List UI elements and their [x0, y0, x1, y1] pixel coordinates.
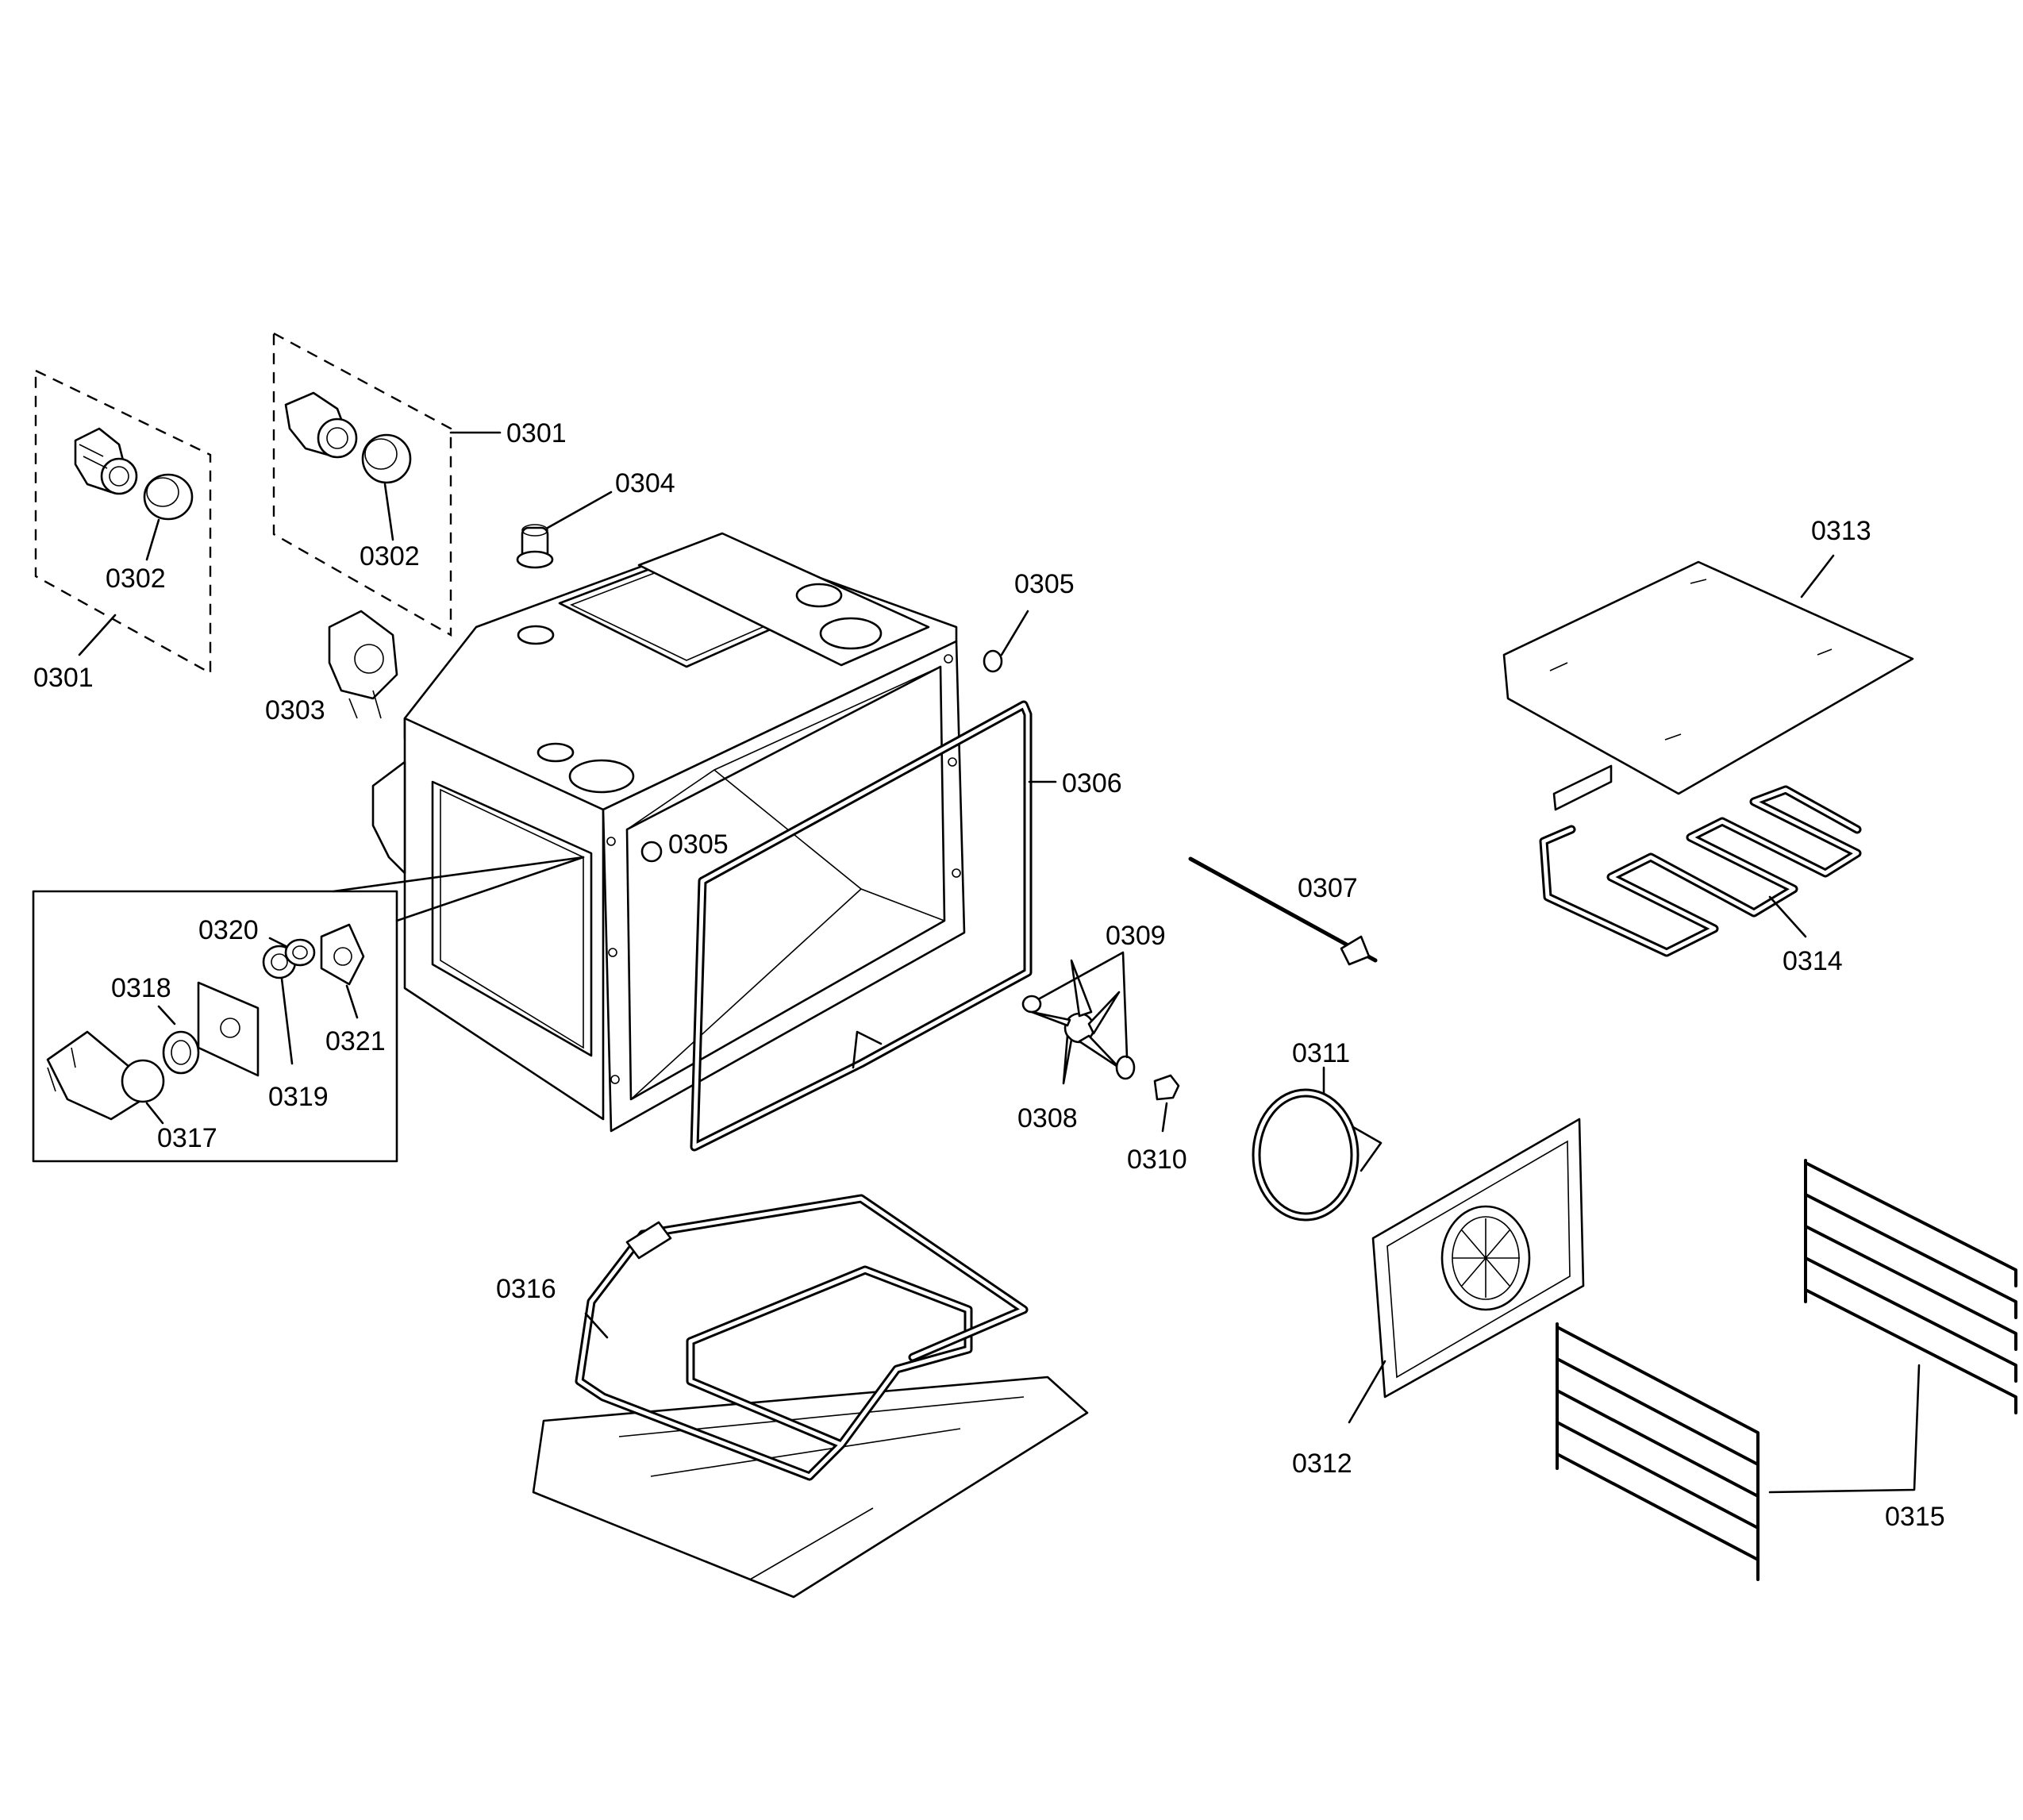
inset-temperature-probe-box[interactable]: 0317 0318 0319 0320 0321	[32, 856, 585, 1163]
label-0315: 0315	[1885, 1502, 1945, 1532]
label-0321: 0321	[325, 1026, 386, 1056]
lamp-socket-top	[284, 391, 358, 459]
lamp-assembly-left[interactable]: 0302 0301	[33, 369, 212, 693]
label-0305-left: 0305	[668, 829, 729, 860]
label-0301-top: 0301	[506, 418, 567, 448]
rack-support-right	[1804, 1159, 2017, 1414]
lamp-cover-left	[143, 473, 194, 521]
part-0313-heat-shield[interactable]: 0313	[1502, 516, 1914, 795]
part-0307-rod[interactable]: 0307	[1188, 856, 1378, 966]
part-0312-fan-cover[interactable]: 0312	[1292, 1118, 1585, 1479]
label-0304: 0304	[615, 468, 675, 498]
label-0316: 0316	[496, 1274, 556, 1304]
label-0310: 0310	[1127, 1145, 1187, 1175]
part-0320-bushing	[284, 938, 316, 967]
part-0303-fan-motor[interactable]: 0303	[265, 610, 398, 725]
part-0314-broil-element[interactable]: 0314	[1539, 764, 1862, 976]
label-0302-top: 0302	[360, 541, 420, 571]
part-0304-vent-nozzle[interactable]: 0304	[516, 468, 675, 569]
label-0303: 0303	[265, 695, 325, 725]
lamp-socket-left	[74, 427, 138, 495]
label-0305-right: 0305	[1014, 569, 1075, 599]
part-0309-washer-nut[interactable]: 0309	[1021, 921, 1166, 1080]
label-0312: 0312	[1292, 1449, 1352, 1479]
part-0305-plug-right[interactable]: 0305	[983, 569, 1075, 673]
lamp-assembly-top[interactable]: 0302 0301	[272, 331, 567, 637]
label-0301-left: 0301	[33, 663, 94, 693]
label-0309: 0309	[1106, 921, 1166, 951]
part-0316-bake-element[interactable]: 0316	[496, 1194, 1089, 1599]
label-0307: 0307	[1298, 873, 1358, 903]
oven-cavity[interactable]	[371, 532, 966, 1133]
lamp-cover-top	[361, 433, 412, 484]
part-0308-fan-blade[interactable]: 0308	[1017, 959, 1121, 1133]
part-0305-plug-left[interactable]: 0305	[640, 829, 729, 863]
label-0318: 0318	[111, 973, 171, 1003]
label-0302-left: 0302	[106, 564, 166, 594]
plate	[197, 981, 260, 1077]
label-0306: 0306	[1062, 768, 1122, 798]
label-0319: 0319	[268, 1082, 329, 1112]
part-0321-gasket	[320, 923, 365, 986]
label-0308: 0308	[1017, 1103, 1078, 1133]
label-0314: 0314	[1783, 946, 1843, 976]
label-0320: 0320	[198, 915, 259, 945]
part-0306-door-gasket[interactable]: 0306	[690, 700, 1122, 1152]
part-0318-ring	[162, 1030, 200, 1075]
rack-support-left	[1556, 1322, 1760, 1581]
label-0313: 0313	[1811, 516, 1871, 546]
part-0311-ring-heater[interactable]: 0311	[1252, 1038, 1383, 1222]
part-0317-sensor-bracket	[46, 1030, 165, 1121]
label-0311: 0311	[1292, 1038, 1350, 1068]
part-0310-nut[interactable]: 0310	[1127, 1074, 1187, 1175]
label-0317: 0317	[157, 1123, 217, 1153]
part-0315-rack-supports[interactable]: 0315	[1556, 1159, 2017, 1581]
